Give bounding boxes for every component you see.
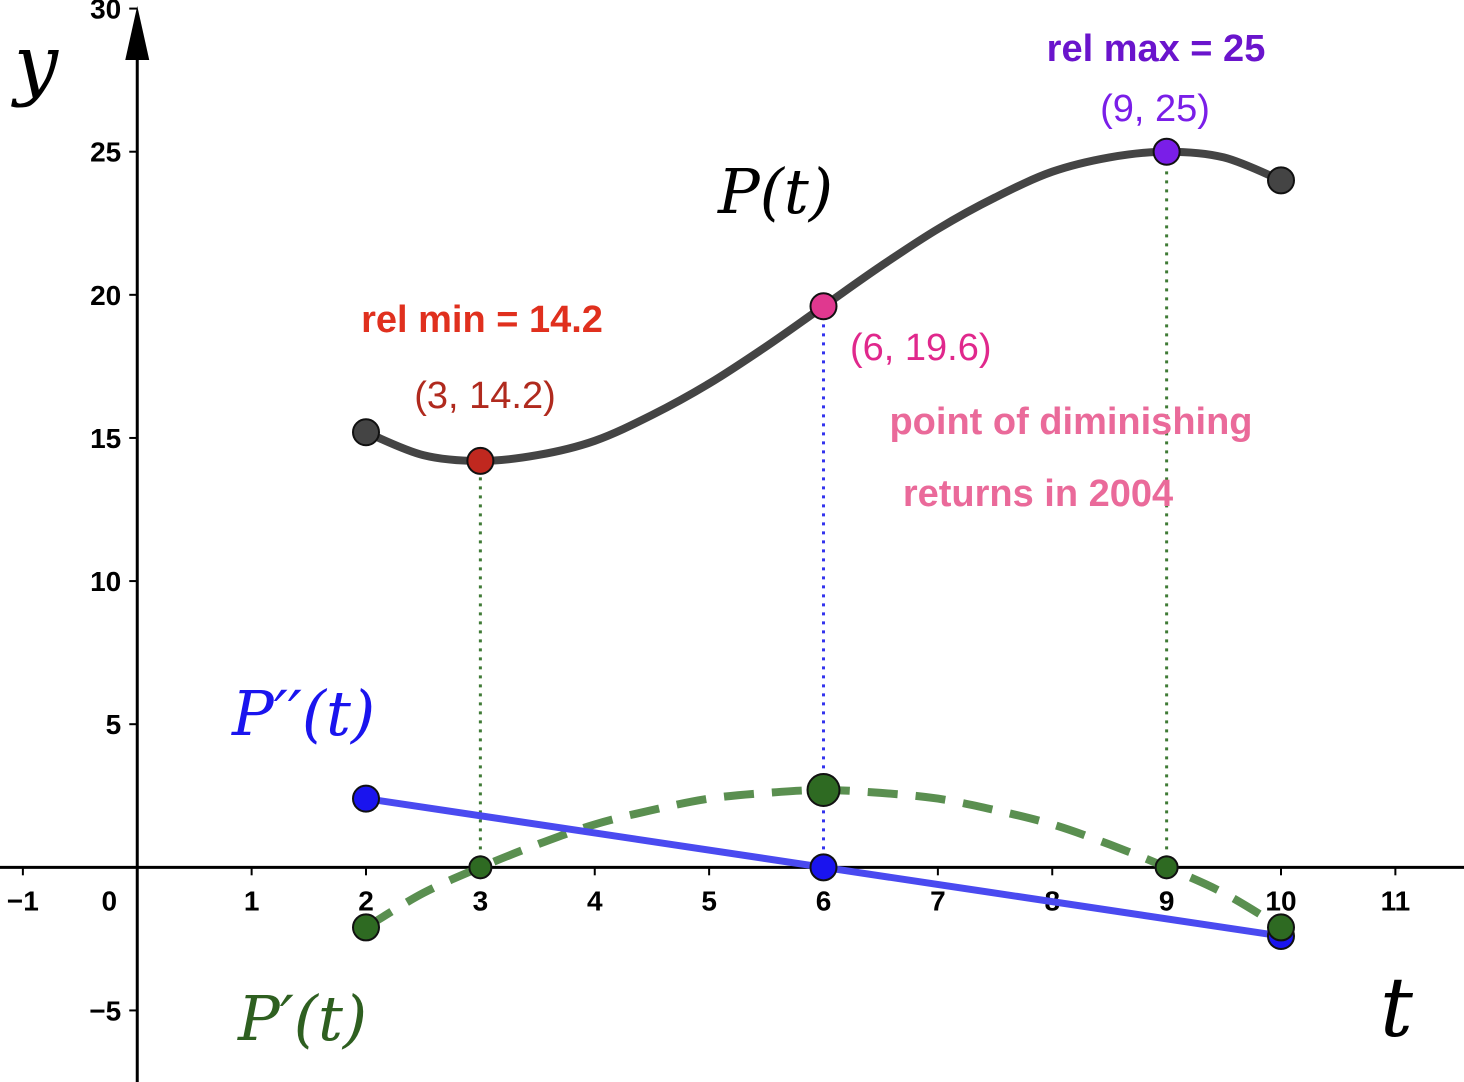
x-tick-label: 4	[587, 885, 603, 916]
y-tick-label: 15	[90, 423, 121, 454]
rel-max-label: rel max = 25	[1047, 28, 1266, 70]
curve-label-p: P(t)	[717, 155, 833, 228]
y-tick-label: 30	[90, 0, 121, 25]
data-point-p-double-primet	[352, 784, 380, 813]
x-tick-label: 1	[244, 885, 260, 916]
data-point-p-primet	[1154, 855, 1179, 880]
x-tick-label: 5	[701, 885, 717, 916]
data-point-p-primet	[806, 773, 841, 808]
y-axis-label: y	[11, 19, 59, 109]
x-axis-label: t	[1380, 961, 1414, 1056]
data-point-pt	[1152, 137, 1181, 166]
guide-lines	[478, 151, 1169, 868]
rel-min-label: rel min = 14.2	[361, 299, 603, 341]
x-tick-label: 7	[930, 885, 946, 916]
data-point-p-primet	[468, 855, 493, 880]
series-lines	[362, 147, 1285, 940]
data-point-pt	[1267, 166, 1295, 195]
y-tick-label: 10	[90, 566, 121, 597]
annotations: y t P(t) P′′(t) P′(t) rel min = 14.2 (3,…	[11, 19, 1414, 1056]
curve-label-p-prime: P′(t)	[237, 982, 367, 1055]
x-tick-label: 6	[816, 885, 832, 916]
data-point-pt	[352, 418, 380, 447]
x-tick-label: 0	[101, 885, 117, 916]
y-tick-label: 5	[106, 709, 122, 740]
data-point-p-primet	[1267, 913, 1295, 942]
y-axis-arrow	[125, 6, 150, 60]
rel-min-point-label: (3, 14.2)	[414, 375, 556, 417]
inflection-point-label: (6, 19.6)	[850, 327, 992, 369]
x-tick-label: 9	[1159, 885, 1175, 916]
inflection-note-line1: point of diminishing	[889, 401, 1252, 443]
data-point-pt	[466, 446, 495, 475]
data-point-p-double-primet	[809, 853, 838, 882]
y-tick-label: 25	[90, 137, 121, 168]
data-point-p-primet	[352, 913, 380, 942]
y-tick-label: 20	[90, 280, 121, 311]
inflection-note-line2: returns in 2004	[903, 473, 1173, 515]
axes	[0, 6, 1464, 1082]
x-tick-label: −1	[7, 885, 39, 916]
x-tick-label: 3	[473, 885, 489, 916]
data-point-pt	[809, 292, 838, 321]
y-tick-label: −5	[89, 995, 121, 1026]
x-tick-label: 11	[1381, 885, 1411, 916]
x-tick-label: 10	[1265, 885, 1296, 916]
series-points	[352, 137, 1295, 951]
curve-label-p-double-prime: P′′(t)	[231, 677, 375, 750]
rel-max-point-label: (9, 25)	[1100, 88, 1210, 130]
x-tick-label: 2	[358, 885, 374, 916]
